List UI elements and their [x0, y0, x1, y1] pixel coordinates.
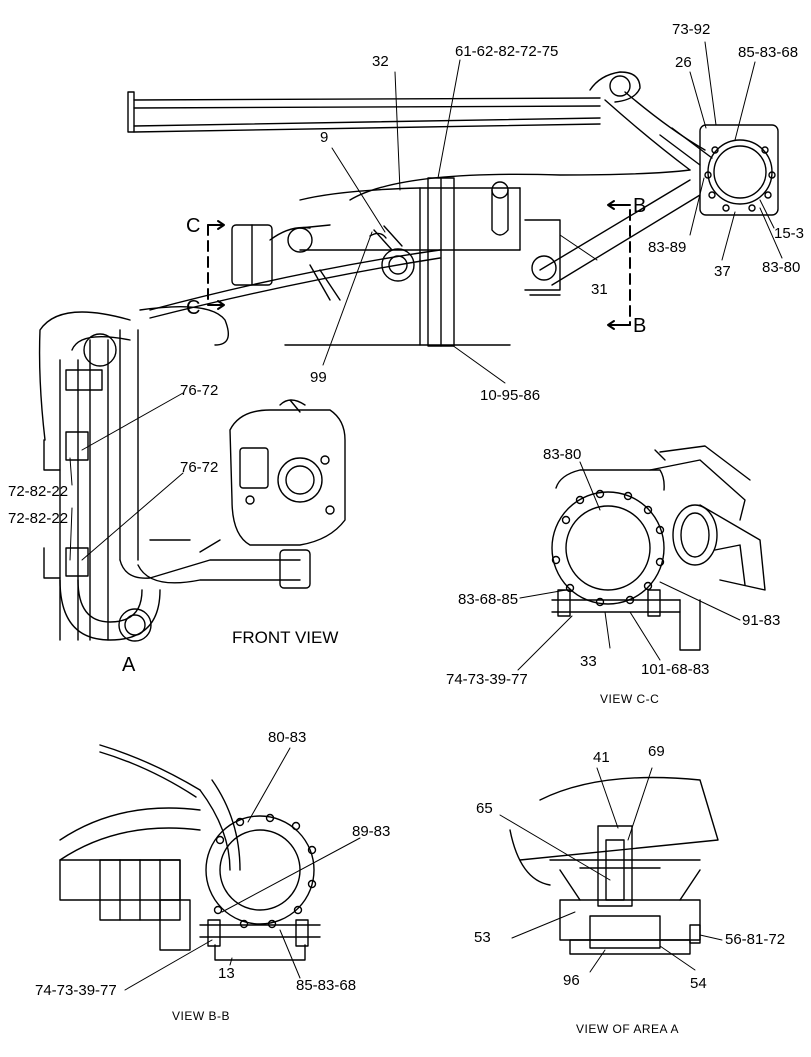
callout-9: 9: [320, 129, 329, 146]
callout-76-72-lower: 76-72: [180, 459, 219, 476]
area-a-callout-69: 69: [648, 743, 665, 760]
bb-callout-74-73-39-77: 74-73-39-77: [35, 982, 117, 999]
callout-15-3: 15-3: [774, 225, 805, 242]
view-cc-title: VIEW C-C: [600, 692, 660, 706]
area-a-callout-53: 53: [474, 929, 491, 946]
cc-callout-83-68-85: 83-68-85: [458, 591, 519, 608]
callout-72-82-22-lower: 72-82-22: [8, 510, 69, 527]
section-mark-b-bottom: B: [633, 315, 647, 337]
area-a-callout-65: 65: [476, 800, 493, 817]
section-mark-c-top: C: [186, 215, 201, 237]
callout-72-82-22-upper: 72-82-22: [8, 483, 69, 500]
callout-32: 32: [372, 53, 389, 70]
callout-85-83-68: 85-83-68: [738, 44, 799, 61]
bb-callout-13: 13: [218, 965, 235, 982]
view-cc-drawing: [517, 445, 766, 671]
front-view-title: FRONT VIEW: [232, 628, 339, 647]
cc-callout-33: 33: [580, 653, 597, 670]
cc-callout-101-68-83: 101-68-83: [641, 661, 710, 678]
area-a-callout-56-81-72: 56-81-72: [725, 931, 786, 948]
callout-37: 37: [714, 263, 731, 280]
bb-callout-85-83-68: 85-83-68: [296, 977, 357, 994]
area-a-callout-54: 54: [690, 975, 707, 992]
callout-26: 26: [675, 54, 692, 71]
callout-10-95-86: 10-95-86: [480, 387, 541, 404]
callout-31: 31: [591, 281, 608, 298]
cc-callout-74-73-39-77: 74-73-39-77: [446, 671, 528, 688]
area-a-callout-96: 96: [563, 972, 580, 989]
section-mark-b-top: B: [633, 195, 647, 217]
cc-callout-83-80: 83-80: [543, 446, 582, 463]
cc-callout-91-83: 91-83: [742, 612, 781, 629]
callout-83-89: 83-89: [648, 239, 687, 256]
front-view-drawing: [38, 41, 783, 642]
view-bb-drawing: [59, 744, 361, 991]
area-mark-a: A: [122, 654, 136, 676]
section-mark-c-bottom: C: [186, 297, 201, 319]
callout-61-62-82-72-75: 61-62-82-72-75: [455, 43, 559, 60]
view-bb-title: VIEW B-B: [172, 1009, 231, 1023]
callout-99: 99: [310, 369, 327, 386]
bb-callout-89-83: 89-83: [352, 823, 391, 840]
callout-73-92: 73-92: [672, 21, 711, 38]
area-a-callout-41: 41: [593, 749, 610, 766]
bb-callout-80-83: 80-83: [268, 729, 307, 746]
view-area-a-title: VIEW OF AREA A: [576, 1022, 680, 1036]
view-area-a-drawing: [499, 767, 723, 973]
callout-83-80: 83-80: [762, 259, 801, 276]
callout-76-72-upper: 76-72: [180, 382, 219, 399]
